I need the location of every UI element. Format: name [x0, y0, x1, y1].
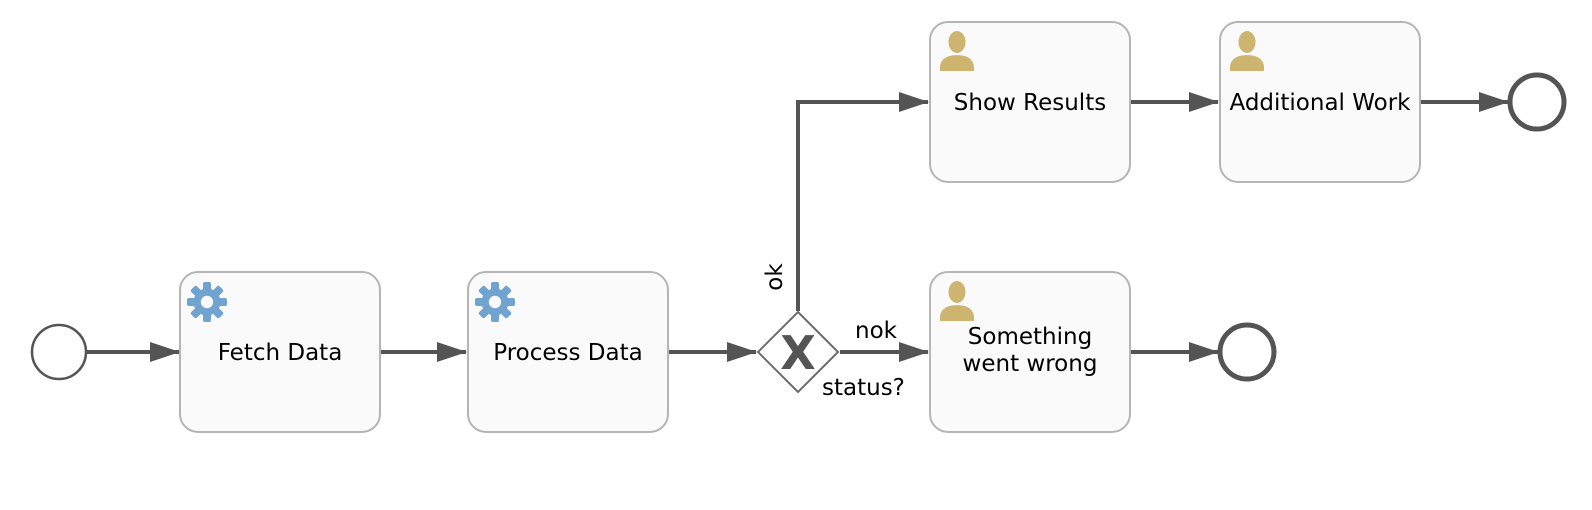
task-label-fetch-data: Fetch Data — [218, 340, 343, 366]
flow-label-ok: ok — [762, 263, 788, 291]
task-show-results[interactable]: Show Results — [929, 21, 1131, 183]
task-box — [929, 21, 1131, 183]
gateway-status[interactable]: X — [756, 310, 840, 394]
end-event-top[interactable] — [1507, 72, 1567, 132]
exclusive-gateway-x-marker: X — [780, 326, 815, 380]
end-event-circle — [1507, 72, 1567, 132]
task-label-additional-work: Additional Work — [1229, 90, 1411, 116]
end-event-circle — [1217, 322, 1277, 382]
task-box — [1219, 21, 1421, 183]
task-box — [467, 271, 669, 433]
service-gear-icon — [187, 282, 227, 322]
task-label-something-line1: Something — [968, 324, 1092, 350]
flow-ok[interactable] — [796, 92, 929, 311]
task-label-process-data: Process Data — [493, 340, 642, 366]
gateway-label-status: status? — [822, 375, 905, 401]
task-fetch-data[interactable]: Fetch Data — [179, 271, 381, 433]
service-gear-icon — [475, 282, 515, 322]
task-process-data[interactable]: Process Data — [467, 271, 669, 433]
task-box — [179, 271, 381, 433]
end-event-bottom[interactable] — [1217, 322, 1277, 382]
task-label-something-line2: went wrong — [963, 351, 1098, 377]
flow-label-nok: nok — [855, 318, 898, 344]
task-something-went-wrong[interactable]: Something went wrong — [929, 271, 1131, 433]
gateway-diamond — [756, 310, 840, 394]
start-event-circle — [30, 323, 88, 381]
task-box — [929, 271, 1131, 433]
task-additional-work[interactable]: Additional Work — [1219, 21, 1421, 183]
start-event[interactable] — [30, 323, 88, 381]
task-label-show-results: Show Results — [954, 90, 1106, 116]
